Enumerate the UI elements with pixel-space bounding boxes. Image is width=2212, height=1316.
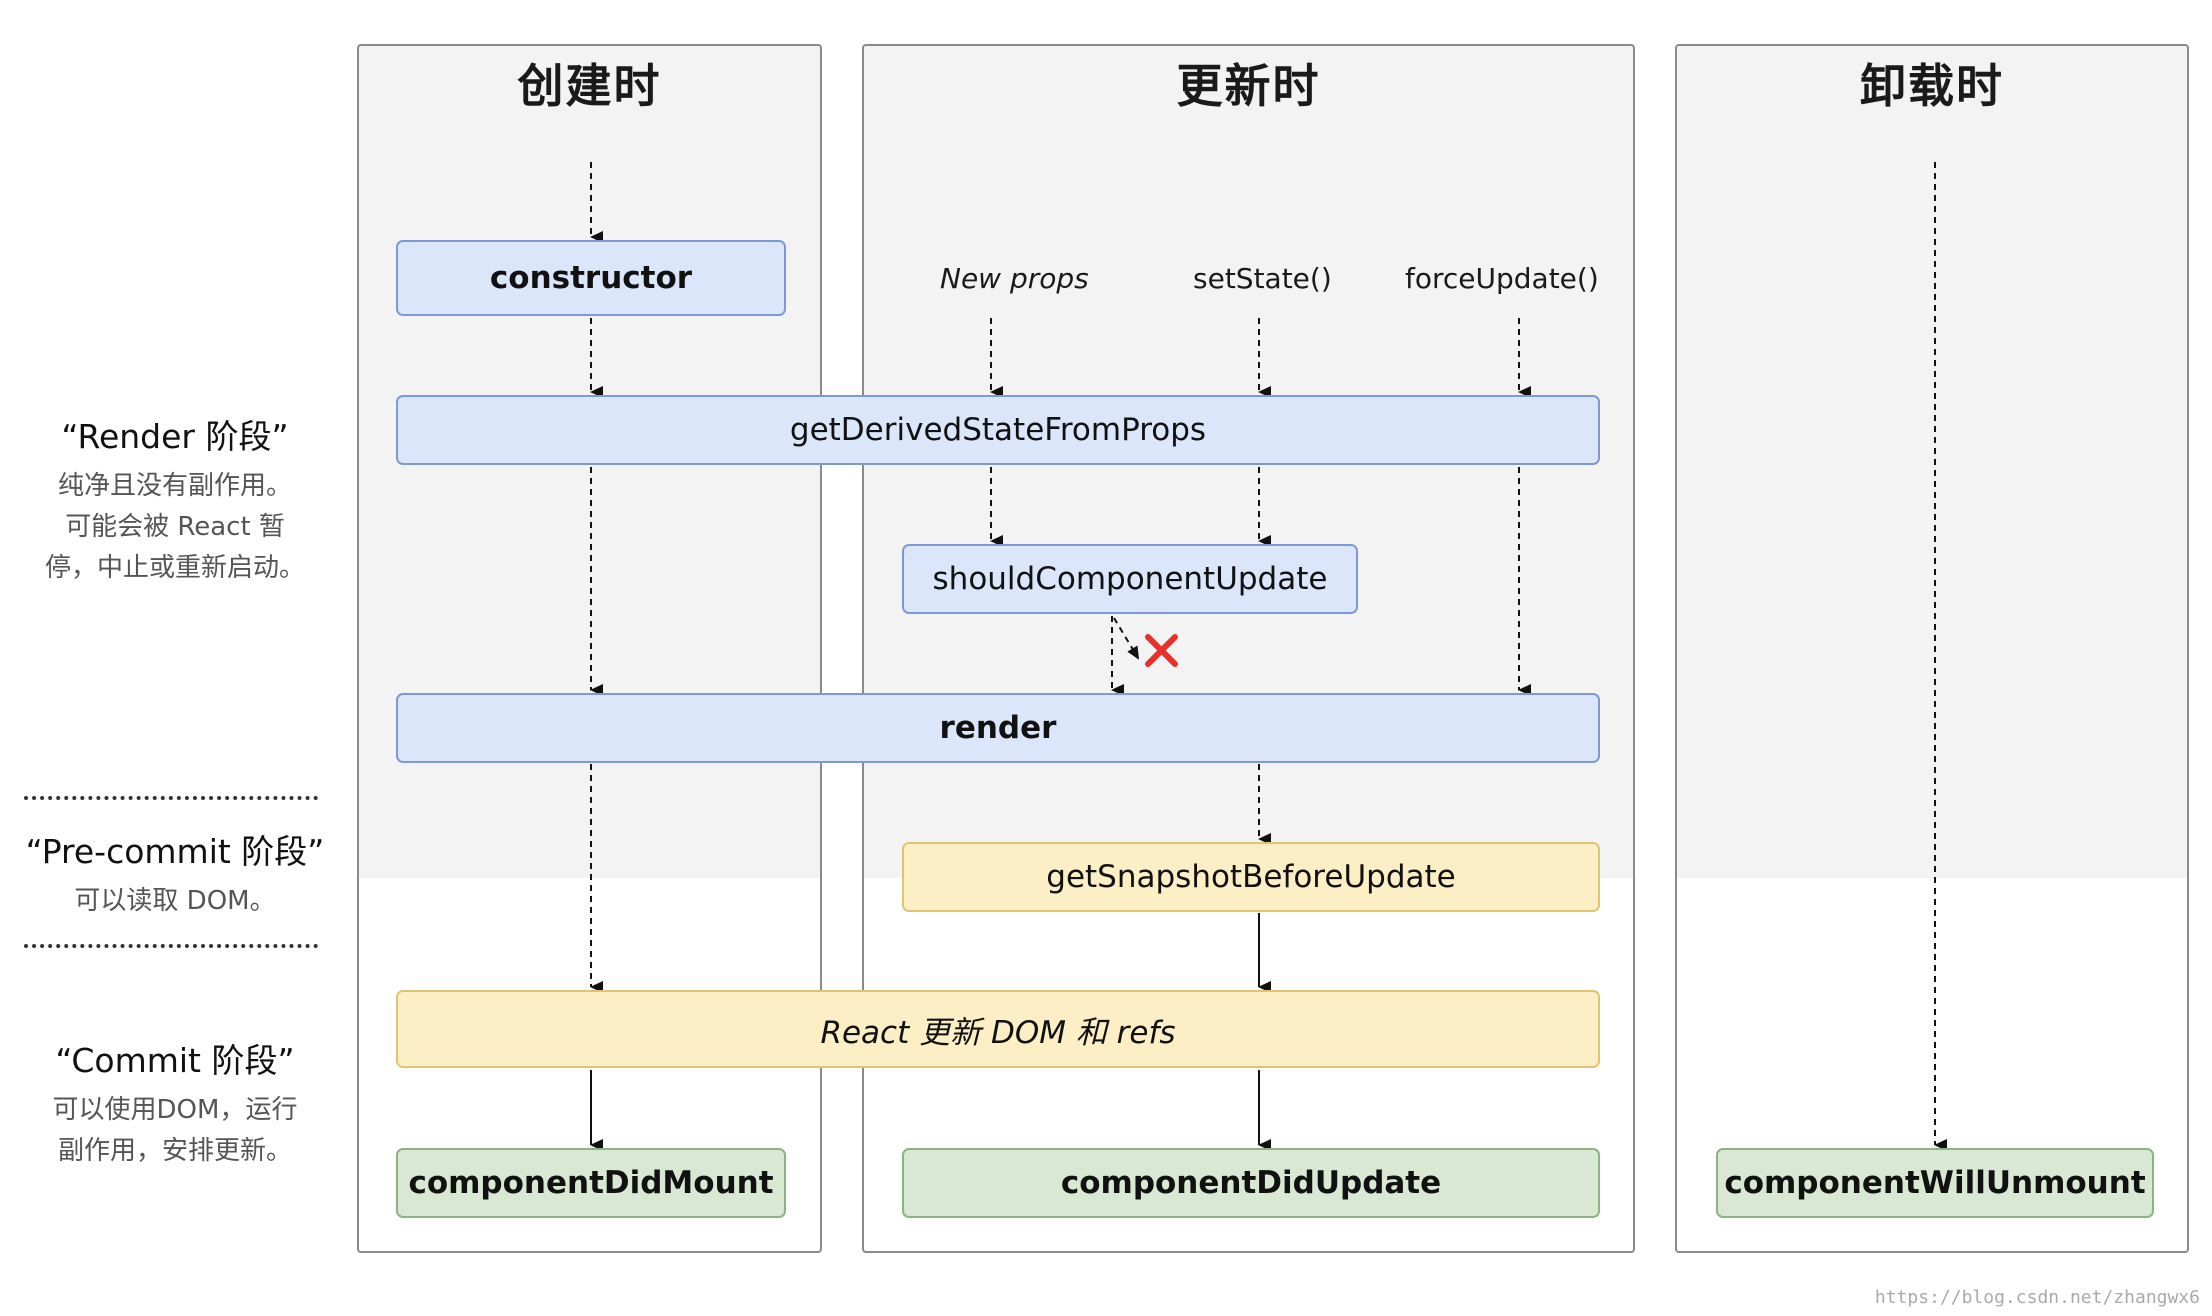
mount-column-title: 创建时 [517, 59, 662, 113]
precommit-phase-title: “Pre-commit 阶段” [25, 832, 325, 871]
component-did-update-box: componentDidUpdate [902, 1148, 1600, 1218]
commit-phase-desc-line: 副作用，安排更新。 [57, 1136, 292, 1166]
trigger-force-update: forceUpdate() [1405, 262, 1599, 295]
commit-phase-label: “Commit 阶段” 可以使用DOM，运行 副作用，安排更新。 [10, 1034, 340, 1172]
update-column-title: 更新时 [1176, 59, 1321, 113]
render-phase-title: “Render 阶段” [61, 417, 289, 456]
trigger-set-state: setState() [1193, 262, 1332, 295]
precommit-phase-label: “Pre-commit 阶段” 可以读取 DOM。 [10, 825, 340, 922]
watermark: https://blog.csdn.net/zhangwx6 [1874, 1287, 2200, 1308]
render-box: render [396, 693, 1600, 763]
component-will-unmount-box: componentWillUnmount [1716, 1148, 2154, 1218]
component-did-mount-box: componentDidMount [396, 1148, 786, 1218]
get-derived-state-from-props-box: getDerivedStateFromProps [396, 395, 1600, 465]
render-phase-desc-line: 停，中止或重新启动。 [44, 553, 305, 583]
render-phase-desc-line: 纯净且没有副作用。 [57, 471, 292, 501]
phase-divider-bottom [24, 944, 318, 948]
cancel-x-icon [1145, 634, 1178, 667]
trigger-new-props: New props [940, 262, 1089, 295]
commit-phase-desc-line: 可以使用DOM，运行 [52, 1095, 298, 1125]
constructor-box: constructor [396, 240, 786, 316]
react-updates-dom-refs-box: React 更新 DOM 和 refs [396, 990, 1600, 1068]
unmount-column [1675, 44, 2189, 1253]
phase-divider-top [24, 796, 318, 800]
get-snapshot-before-update-box: getSnapshotBeforeUpdate [902, 842, 1600, 912]
commit-phase-title: “Commit 阶段” [55, 1041, 295, 1080]
precommit-phase-desc-line: 可以读取 DOM。 [74, 886, 276, 916]
render-phase-label: “Render 阶段” 纯净且没有副作用。 可能会被 React 暂 停，中止或… [10, 410, 340, 589]
unmount-column-title: 卸载时 [1860, 59, 2004, 113]
should-component-update-box: shouldComponentUpdate [902, 544, 1358, 614]
render-phase-desc-line: 可能会被 React 暂 [65, 512, 285, 542]
arrow-scu-cancel [1113, 617, 1140, 660]
precommit-phase-desc: 可以读取 DOM。 [10, 881, 340, 922]
commit-phase-desc: 可以使用DOM，运行 副作用，安排更新。 [10, 1090, 340, 1172]
render-phase-desc: 纯净且没有副作用。 可能会被 React 暂 停，中止或重新启动。 [10, 466, 340, 589]
